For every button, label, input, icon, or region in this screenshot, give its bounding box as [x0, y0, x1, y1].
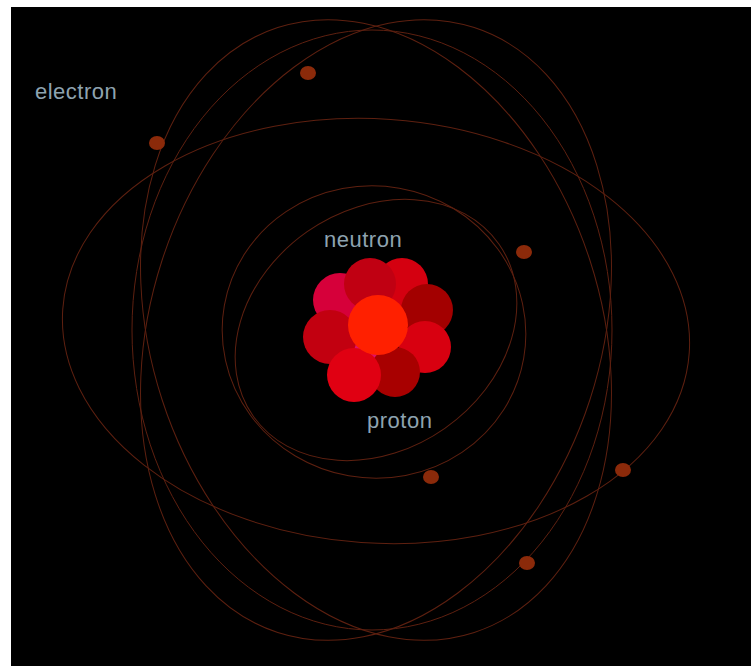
orbits [48, 0, 704, 666]
part-label: neutron [322, 228, 404, 252]
electron-dot [615, 463, 631, 477]
orbit [64, 0, 689, 666]
electron-dot [423, 470, 439, 484]
orbit [199, 162, 549, 502]
electron-dot [149, 136, 165, 150]
electrons [149, 66, 631, 570]
orbit [48, 98, 704, 565]
electron-dot [516, 245, 532, 259]
orbit [184, 146, 567, 515]
nucleon [348, 295, 408, 355]
part-label: proton [365, 409, 434, 433]
electron-dot [300, 66, 316, 80]
nucleus [303, 258, 453, 402]
nucleon [327, 348, 381, 402]
electron-dot [519, 556, 535, 570]
background [11, 7, 751, 666]
orbit [132, 30, 612, 630]
part-label: electron [33, 80, 119, 104]
orbit [64, 0, 689, 666]
